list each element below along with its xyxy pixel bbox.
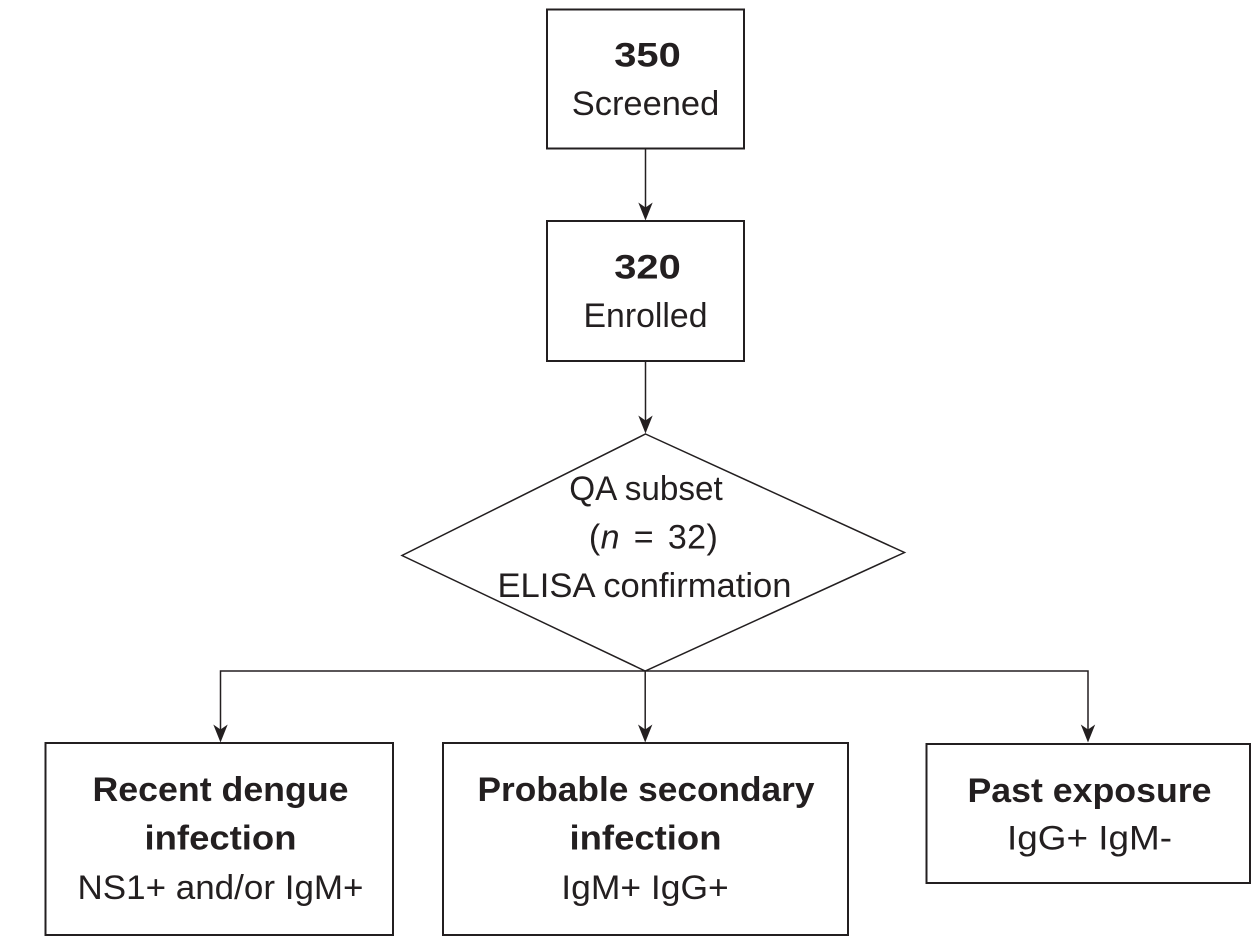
svg-text:320: 320 [614,249,681,287]
svg-text:Recent dengue: Recent dengue [93,771,349,809]
svg-text:350: 350 [614,37,681,75]
svg-text:Screened: Screened [572,85,720,123]
svg-text:QA subset: QA subset [569,470,723,508]
svg-text:IgM+ IgG+: IgM+ IgG+ [561,869,729,907]
svg-text:infection: infection [570,820,722,858]
svg-text:(n = 32): (n = 32) [589,519,718,557]
svg-text:Probable secondary: Probable secondary [478,771,815,809]
svg-text:ELISA confirmation: ELISA confirmation [498,567,792,605]
svg-text:infection: infection [145,820,297,858]
svg-text:IgG+ IgM-: IgG+ IgM- [1007,820,1172,858]
svg-text:NS1+ and/or IgM+: NS1+ and/or IgM+ [78,869,364,907]
svg-text:Past exposure: Past exposure [968,772,1212,810]
svg-text:Enrolled: Enrolled [584,297,708,335]
